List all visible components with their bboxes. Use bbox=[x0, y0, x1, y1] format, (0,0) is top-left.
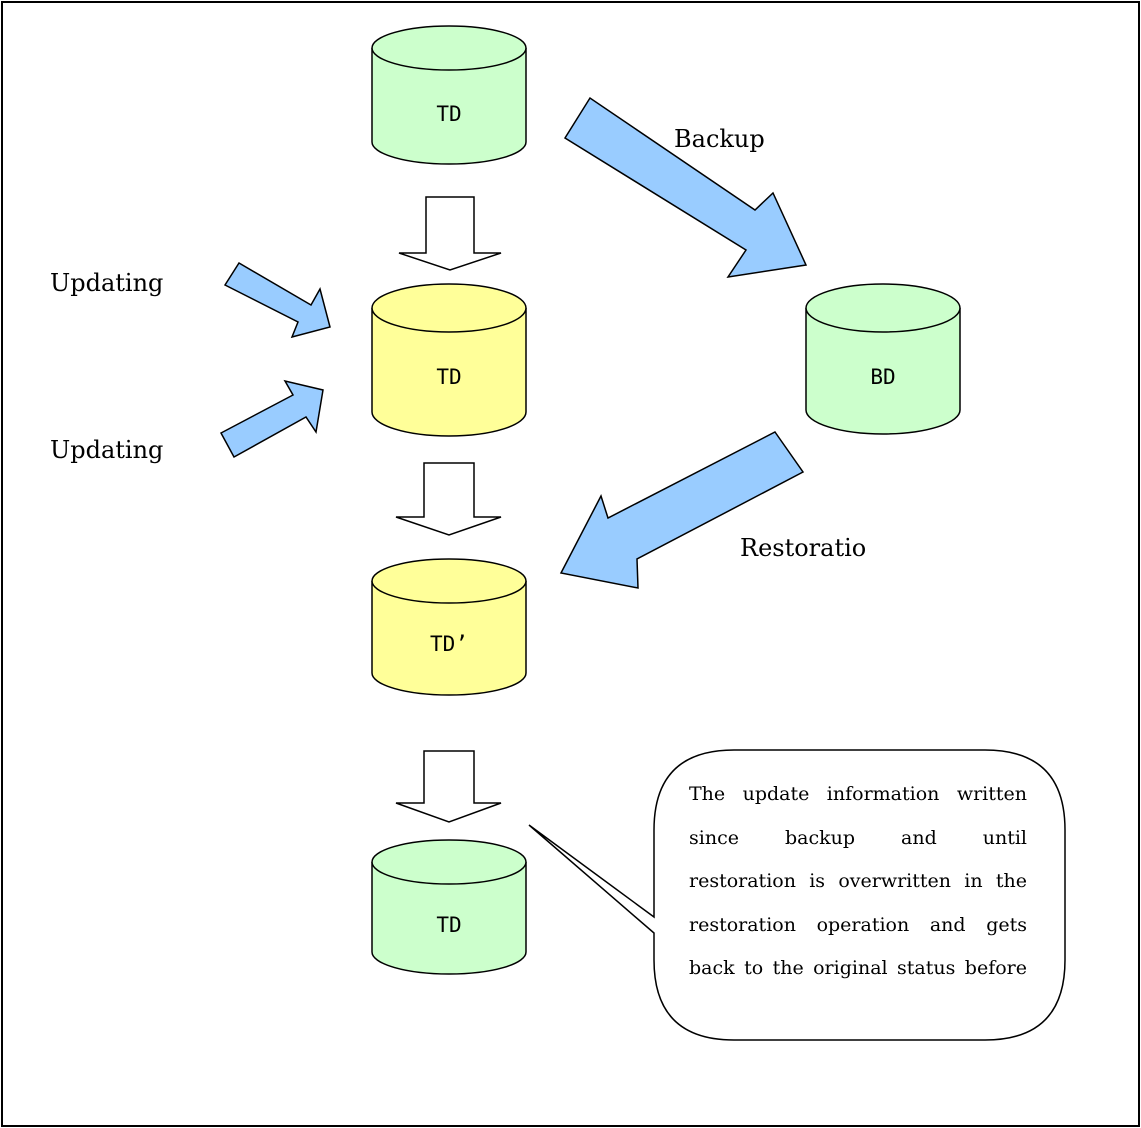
restoration-arrow bbox=[559, 431, 805, 589]
disk-bd-backup: BD bbox=[805, 283, 961, 435]
restoration-label: Restoratio bbox=[740, 534, 866, 562]
callout-line-2: since backup and until bbox=[689, 826, 1027, 849]
disk-td-updating: TD bbox=[371, 283, 527, 437]
down-arrow-1 bbox=[398, 196, 502, 271]
backup-arrow bbox=[563, 96, 808, 279]
callout-line-1: The update information written bbox=[689, 783, 1027, 805]
callout-line-5: back to the original status before bbox=[689, 957, 1027, 979]
callout-line-3: restoration is overwritten in the bbox=[689, 870, 1027, 892]
disk-td-final-label: TD bbox=[436, 913, 461, 937]
disk-td-initial-label: TD bbox=[436, 102, 461, 126]
disk-td-restored: TD’ bbox=[371, 558, 527, 696]
updating-arrow-bottom bbox=[219, 379, 324, 459]
disk-td-updating-label: TD bbox=[436, 365, 461, 389]
disk-td-final: TD bbox=[371, 839, 527, 975]
down-arrow-2 bbox=[395, 462, 502, 536]
updating-label-top: Updating bbox=[50, 269, 163, 297]
disk-td-restored-label: TD’ bbox=[430, 632, 468, 656]
callout-bubble bbox=[528, 749, 1066, 1041]
callout-text: The update information written since bac… bbox=[689, 773, 1027, 991]
down-arrow-3 bbox=[395, 750, 502, 823]
updating-arrow-top bbox=[223, 261, 331, 339]
disk-bd-backup-label: BD bbox=[870, 365, 895, 389]
disk-td-initial: TD bbox=[371, 25, 527, 165]
callout-line-4: restoration operation and gets bbox=[689, 913, 1027, 936]
backup-label: Backup bbox=[674, 125, 765, 153]
updating-label-bottom: Updating bbox=[50, 436, 163, 464]
